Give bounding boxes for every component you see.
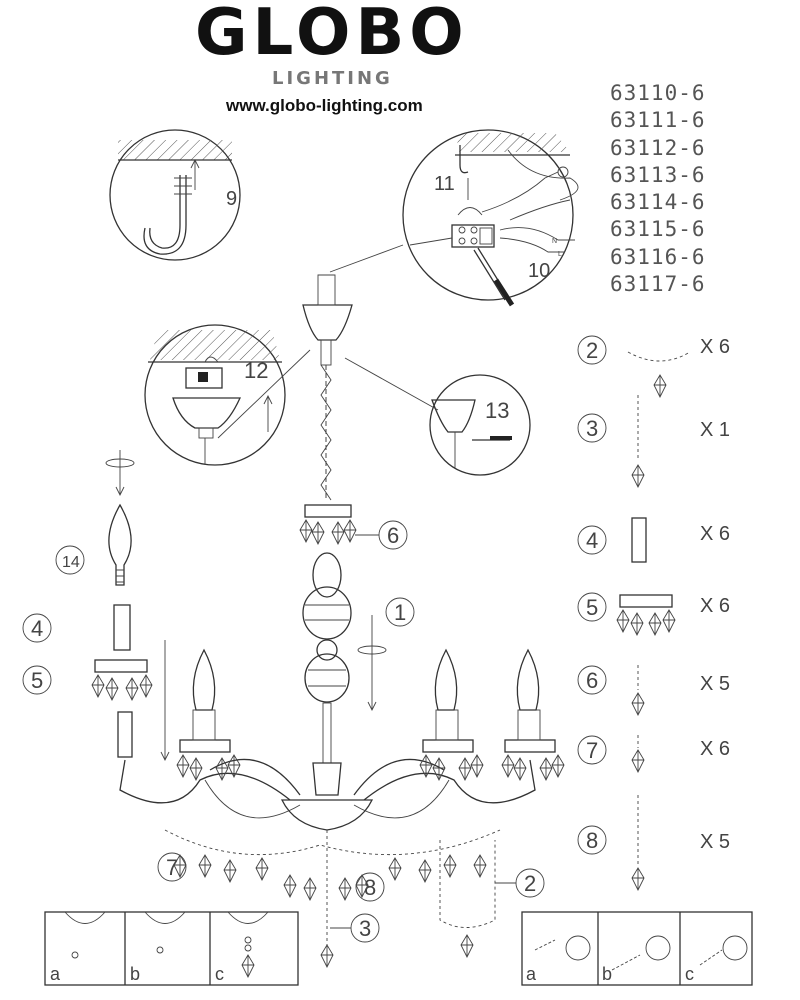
step-number: 12 (244, 358, 268, 383)
part-item: 7 X 6 (577, 735, 730, 773)
part-item: 8 X 5 (577, 795, 730, 891)
part-quantity: X 5 (700, 673, 730, 695)
step-number: 11 (434, 173, 455, 195)
detail-label: a (526, 964, 537, 984)
part-item: 4 X 6 (577, 517, 730, 563)
step-number: 1 (394, 600, 406, 625)
part-quantity: X 1 (700, 419, 730, 441)
part-number: 5 (586, 595, 598, 620)
step-number: 13 (485, 398, 509, 423)
step-number: 8 (364, 875, 376, 900)
detail-label: b (602, 964, 612, 984)
step-number: 6 (387, 523, 399, 548)
part-number: 4 (586, 528, 598, 553)
detail-label: c (215, 964, 224, 984)
detail-label: a (50, 964, 61, 984)
chandelier-drawing (117, 274, 565, 968)
step-number: 2 (524, 871, 536, 896)
step-labels: 14 4 5 6 1 7 8 3 2 (22, 520, 545, 943)
model-number: 63114-6 (610, 190, 706, 215)
model-number: 63110-6 (610, 81, 706, 105)
model-number: 63111-6 (610, 108, 706, 133)
part-number: 8 (586, 828, 598, 853)
model-number: 63116-6 (610, 244, 706, 269)
detail-box-right: a b c (521, 911, 753, 986)
detail-wiring-step-10-11: N L 11 10 (402, 129, 579, 307)
part-item: 3 X 1 (577, 395, 730, 488)
model-number: 63115-6 (610, 217, 706, 242)
brand-subtitle: LIGHTING (272, 68, 393, 89)
part-quantity: X 6 (700, 523, 730, 545)
part-number: 3 (586, 416, 598, 441)
left-exploded-parts (91, 450, 153, 701)
part-number: 2 (586, 338, 598, 363)
part-item: 2 X 6 (577, 335, 730, 398)
detail-label: b (130, 964, 140, 984)
part-number: 7 (586, 738, 598, 763)
model-number: 63113-6 (610, 162, 706, 187)
model-number-list: 63110-6 63111-6 63112-6 63113-6 63114-6 … (610, 80, 706, 298)
part-quantity: X 5 (700, 831, 730, 853)
part-quantity: X 6 (700, 336, 730, 358)
step-number: 4 (31, 616, 43, 641)
part-item: 5 X 6 (577, 592, 730, 636)
step-number: 3 (359, 916, 371, 941)
step-number: 14 (62, 554, 80, 571)
part-number: 6 (586, 668, 598, 693)
part-item: 6 X 5 (577, 665, 730, 716)
step-number: 9 (226, 188, 237, 210)
step-number: 5 (31, 668, 43, 693)
detail-hook-step-9: 9 (109, 129, 241, 261)
website-url: www.globo-lighting.com (226, 96, 423, 115)
step-number: 10 (528, 260, 550, 282)
parts-list: 2 X 6 3 X 1 4 X 6 5 X 6 6 X 5 7 X 6 (577, 335, 730, 891)
wire-label-neutral: N (552, 238, 557, 245)
detail-box-left: a b c (44, 911, 299, 986)
model-number: 63112-6 (610, 135, 706, 160)
part-quantity: X 6 (700, 595, 730, 617)
step-number: 7 (166, 855, 178, 880)
brand-logo: GLOBO (195, 0, 469, 70)
part-quantity: X 6 (700, 738, 730, 760)
wire-label-live: L (558, 251, 562, 258)
model-number: 63117-6 (610, 272, 706, 297)
detail-screw-step-13: 13 (344, 357, 531, 476)
detail-label: c (685, 964, 694, 984)
detail-canopy-step-12: 12 (144, 324, 311, 466)
